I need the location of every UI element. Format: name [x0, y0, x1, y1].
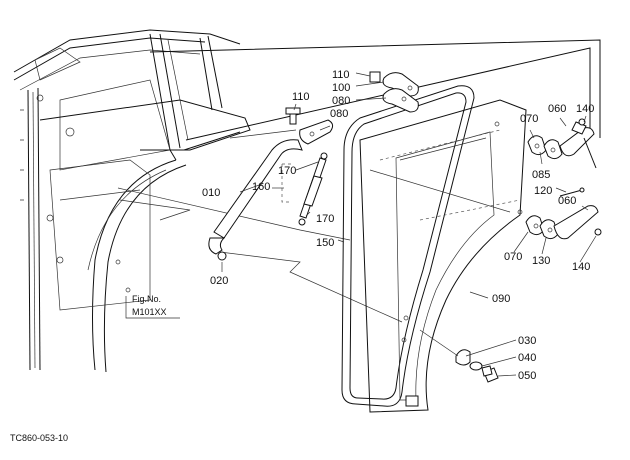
callout-050: 050	[518, 370, 536, 382]
callout-150: 150	[316, 237, 334, 249]
callout-170-lower: 170	[316, 213, 334, 225]
callout-120: 120	[534, 185, 552, 197]
callout-110-left: 110	[292, 91, 310, 103]
callout-leaders	[221, 72, 597, 377]
fig-no-value: M101XX	[132, 307, 167, 317]
cab-frame	[13, 29, 251, 373]
callout-140-top: 140	[576, 103, 594, 115]
callout-labels: 110 100 080 110 080 070 060 140 085 120 …	[202, 69, 594, 382]
callout-030: 030	[518, 335, 536, 347]
callout-160: 160	[252, 181, 270, 193]
callout-080-top: 080	[332, 95, 350, 107]
callout-110-top: 110	[332, 69, 350, 81]
callout-085: 085	[532, 169, 550, 181]
callout-100: 100	[332, 82, 350, 94]
callout-040: 040	[518, 352, 536, 364]
callout-170-upper: 170	[278, 165, 296, 177]
bottom-fasteners	[419, 329, 499, 383]
callout-070-bottom: 070	[504, 251, 522, 263]
top-hinge-hardware	[369, 71, 419, 113]
callout-080-left: 080	[330, 108, 348, 120]
callout-020: 020	[210, 275, 228, 287]
callout-060-bottom: 060	[558, 195, 576, 207]
callout-010: 010	[202, 187, 220, 199]
drawing-code: TC860-053-10	[10, 433, 68, 443]
callout-070-top: 070	[520, 113, 538, 125]
callout-090: 090	[492, 293, 510, 305]
leader-lines	[117, 39, 601, 323]
callout-140-bottom: 140	[572, 261, 590, 273]
right-hinges	[525, 118, 602, 240]
figure-reference: Fig.No. M101XX	[125, 294, 180, 319]
door-assembly	[341, 85, 527, 413]
callout-130: 130	[532, 255, 550, 267]
strut-and-arm	[208, 107, 334, 261]
callout-060-top: 060	[548, 103, 566, 115]
fig-no-label: Fig.No.	[132, 294, 161, 304]
